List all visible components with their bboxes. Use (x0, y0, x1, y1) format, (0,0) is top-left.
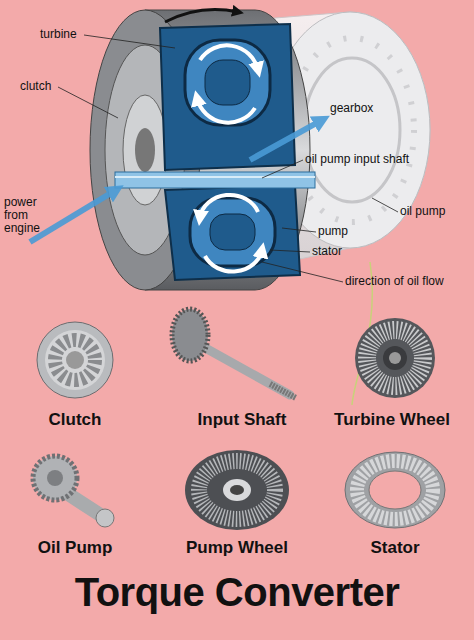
part-label: oil pump (400, 205, 445, 218)
part-label: power from engine (4, 196, 50, 235)
flow-arrow (200, 195, 258, 218)
flow-arrow (197, 98, 255, 123)
part-caption: Stator (370, 538, 419, 558)
part-caption: Clutch (49, 410, 102, 430)
turbine-image (383, 346, 407, 370)
pump-wheel-image (199, 461, 275, 519)
rotation-arrow (165, 10, 238, 22)
part-caption: Turbine Wheel (334, 410, 450, 430)
part-caption: Pump Wheel (186, 538, 288, 558)
clutch-image (55, 340, 95, 380)
stator-image (369, 471, 421, 509)
pump-housing-ring (304, 58, 400, 202)
clutch-image (37, 322, 113, 398)
input-shaft (115, 172, 315, 188)
shaft-image (270, 384, 296, 398)
oil-pump-image (33, 456, 77, 500)
part-label: turbine (40, 28, 77, 41)
turbine-section (185, 40, 270, 125)
part-label: clutch (20, 80, 51, 93)
part-label: oil pump input shaft (305, 153, 409, 166)
oil-pump-image (47, 470, 63, 486)
stator-image (357, 461, 433, 519)
leader-line (58, 87, 118, 118)
turbine-image (355, 318, 435, 398)
leader-line (262, 262, 343, 282)
leader-line (282, 228, 316, 232)
stator-section (210, 214, 255, 250)
pump-wheel-image (230, 485, 244, 495)
turbine-image (389, 352, 401, 364)
stator-image (345, 452, 445, 528)
clutch-image (45, 330, 105, 390)
pump-wheel-image (223, 479, 251, 501)
leader-line (372, 198, 398, 212)
pump-wheel-image (185, 450, 289, 530)
part-label: gearbox (330, 102, 373, 115)
shaft-image (172, 309, 208, 361)
hub (135, 128, 155, 172)
part-label: pump (318, 225, 348, 238)
flow-arrow (200, 45, 258, 70)
power-arrow (30, 190, 116, 242)
part-caption: Input Shaft (198, 410, 287, 430)
torus-core (205, 60, 250, 105)
part-label: stator (312, 245, 342, 258)
part-label: direction of oil flow (345, 275, 444, 288)
part-caption: Oil Pump (38, 538, 113, 558)
leader-line (84, 35, 175, 48)
cutaway-section (165, 185, 300, 280)
oil-pump-image (96, 509, 114, 527)
clutch-image (66, 351, 84, 369)
leader-line (270, 250, 310, 252)
diagram-title: Torque Converter (75, 570, 400, 615)
turbine-image (367, 330, 423, 386)
flow-arrow (205, 250, 262, 272)
shaft-highlight (115, 176, 315, 178)
leader-line (262, 160, 303, 178)
